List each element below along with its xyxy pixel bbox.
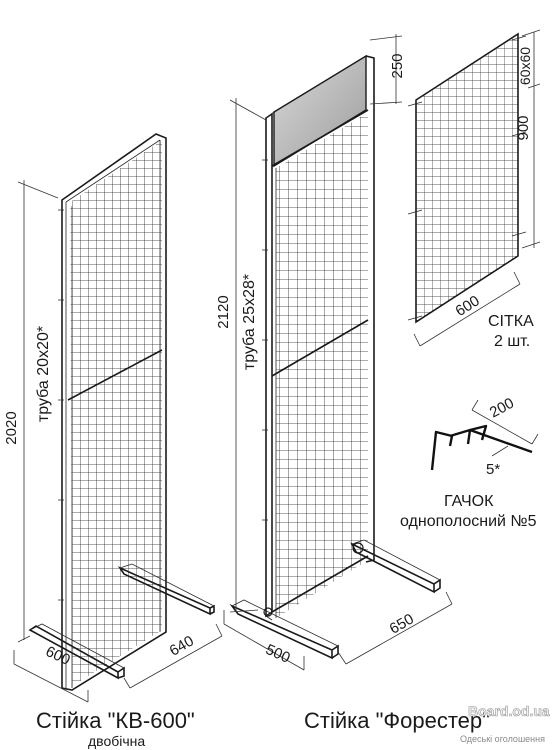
hook-label: ГАЧОК — [444, 493, 494, 510]
stand-forester-drawing — [223, 34, 453, 671]
stand-kv600-front-foot — [28, 625, 125, 680]
forester-height-dim: 2120 — [215, 295, 232, 328]
kv600-subtitle: двобічна — [88, 733, 145, 749]
grid-mesh — [416, 34, 518, 322]
forester-banner-dim: 250 — [389, 53, 406, 78]
hook-length-dim: 200 — [487, 395, 517, 422]
grid-width-dim: 600 — [452, 292, 482, 320]
grid-drawing — [407, 29, 541, 347]
grid-height-dim: 900 — [515, 115, 532, 140]
kv600-title: Стійка "КВ-600" — [36, 708, 195, 733]
kv600-width-dim: 600 — [43, 643, 73, 669]
stand-forester-mesh — [276, 112, 368, 618]
kv600-height-dim: 2020 — [3, 411, 20, 444]
watermark-sub: Одеські оголошення — [460, 734, 545, 744]
stand-kv600-frame — [61, 133, 167, 691]
grid-cell-dim: 60х60 — [517, 47, 533, 85]
stand-forester-rear-foot — [350, 542, 441, 594]
forester-tube-label: труба 25х28* — [241, 274, 258, 370]
hook-wire-dim: 5* — [486, 461, 500, 478]
hook-description: однополосний №5 — [400, 513, 537, 530]
forester-title: Стійка "Форестер" — [304, 708, 490, 733]
kv600-depth-dim: 640 — [167, 632, 197, 659]
kv600-tube-label: труба 20х20* — [35, 326, 52, 422]
grid-count: 2 шт. — [494, 333, 530, 350]
stand-forester-banner — [273, 54, 367, 168]
forester-depth-dim: 650 — [387, 610, 417, 637]
stand-kv600-mesh — [70, 140, 162, 686]
stand-kv600-rear-foot — [117, 566, 215, 616]
grid-label: СІТКА — [488, 313, 534, 330]
stand-kv600-drawing — [13, 133, 223, 703]
hook-wire — [430, 424, 533, 471]
hook-drawing — [430, 399, 539, 471]
forester-width-dim: 500 — [263, 641, 293, 667]
watermark: Board.od.ua — [468, 703, 550, 719]
